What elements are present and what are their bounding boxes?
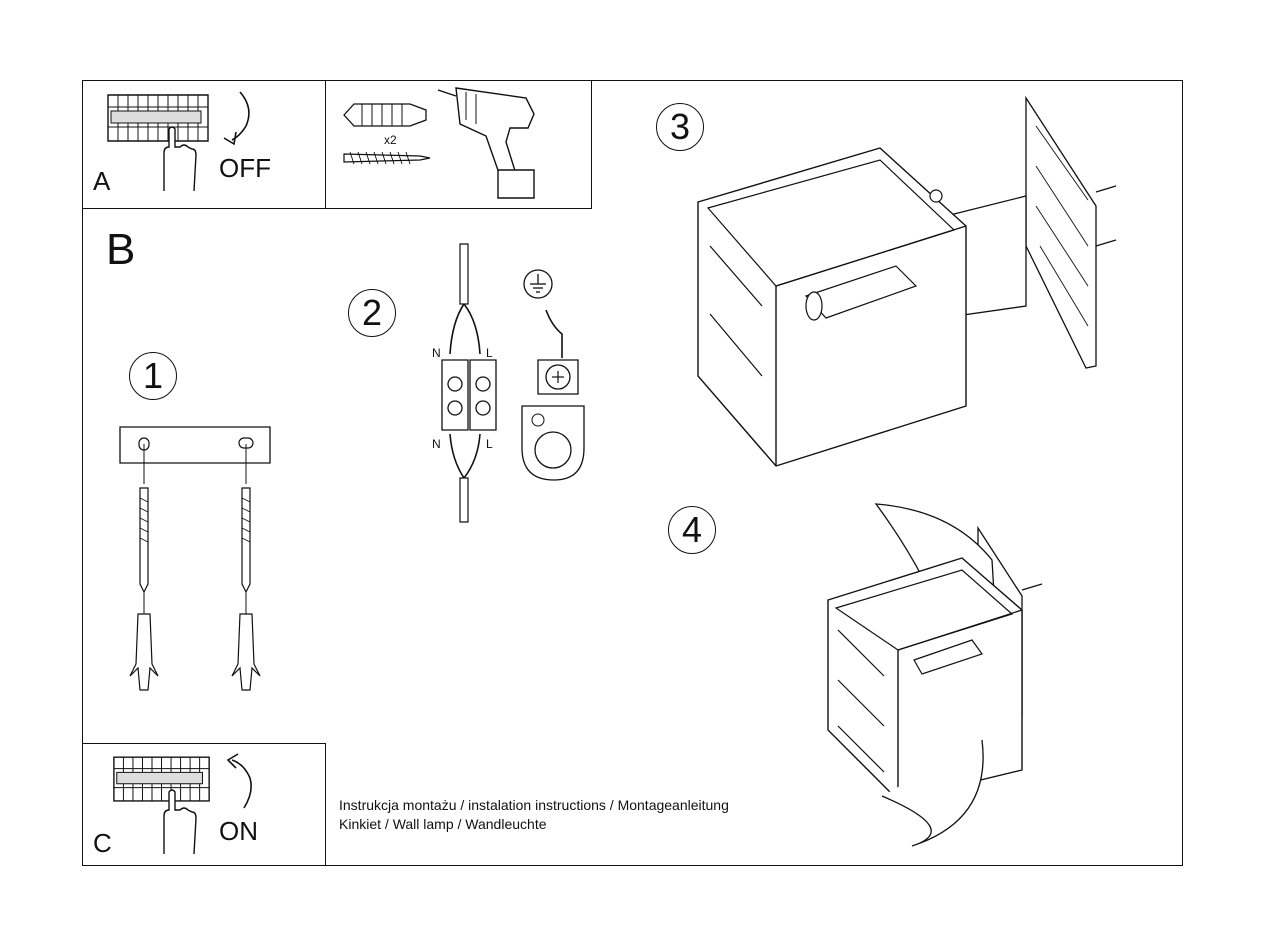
live-label-top: L xyxy=(486,346,493,360)
neutral-label-top: N xyxy=(432,346,441,360)
wall-lamp-assembly-step-4 xyxy=(822,500,1062,852)
live-label-bottom: L xyxy=(486,437,493,451)
hand-switch-icon xyxy=(158,125,200,193)
screw-icon xyxy=(340,146,432,168)
panel-a-letter: A xyxy=(93,166,111,196)
breaker-panel-icon xyxy=(112,755,212,805)
step-1-badge: 1 xyxy=(129,352,177,400)
step-2-badge: 2 xyxy=(348,289,396,337)
screw-and-plug-left xyxy=(128,444,168,694)
screw-and-plug-right xyxy=(230,444,270,694)
rotate-up-arrow-icon xyxy=(220,752,260,812)
mounting-bracket xyxy=(119,426,271,464)
ground-terminal xyxy=(518,268,588,488)
panel-c-letter: C xyxy=(93,828,112,858)
on-label: ON xyxy=(219,816,258,846)
breaker-panel-icon xyxy=(106,93,211,145)
caption-line-2: Kinkiet / Wall lamp / Wandleuchte xyxy=(339,816,547,832)
quantity-label: x2 xyxy=(384,133,397,147)
wall-plug-icon xyxy=(340,98,430,132)
drill-icon xyxy=(436,84,546,204)
hand-switch-icon xyxy=(158,788,200,856)
step-3-badge: 3 xyxy=(656,103,704,151)
step-4-badge: 4 xyxy=(668,506,716,554)
panel-c-frame xyxy=(82,743,326,866)
rotate-down-arrow-icon xyxy=(218,88,258,148)
neutral-label-bottom: N xyxy=(432,437,441,451)
drawing-border xyxy=(82,80,1183,866)
panel-tools-frame xyxy=(325,80,592,209)
off-label: OFF xyxy=(219,153,271,183)
wall-lamp-assembly-step-3 xyxy=(696,96,1126,476)
terminal-block-wiring xyxy=(440,242,500,524)
caption-line-1: Instrukcja montażu / instalation instruc… xyxy=(339,797,729,813)
section-b-letter: B xyxy=(106,225,136,274)
